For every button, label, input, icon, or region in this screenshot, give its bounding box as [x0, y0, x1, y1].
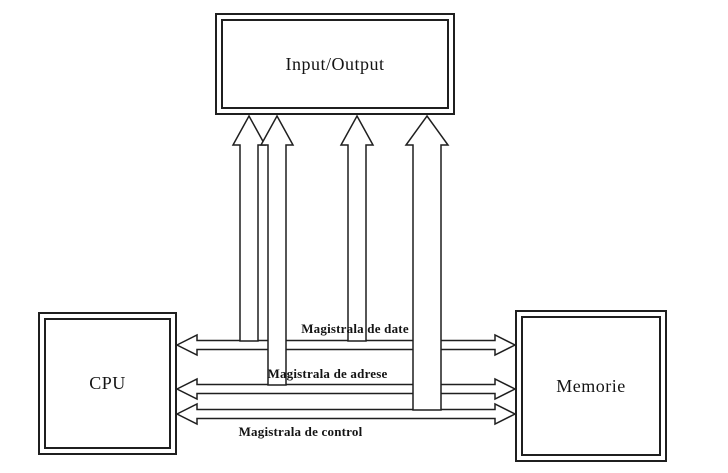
cpu-node: CPU — [38, 312, 177, 455]
cpu-node-frame: CPU — [44, 318, 171, 449]
address-bus-arrow — [175, 377, 517, 401]
control-bus-label: Magistrala de control — [238, 424, 363, 439]
data-bus-arrow — [175, 333, 517, 357]
io-data-bus-arrow-2 — [339, 114, 375, 342]
memory-node-label: Memorie — [556, 375, 626, 396]
io-address-bus-arrow — [259, 114, 295, 386]
io-data-bus-arrow-1 — [231, 114, 267, 342]
control-bus-arrow — [175, 402, 517, 426]
io-node-frame: Input/Output — [221, 19, 449, 109]
memory-node-frame: Memorie — [521, 316, 661, 456]
address-bus-label: Magistrala de adrese — [267, 366, 388, 381]
memory-node: Memorie — [515, 310, 667, 462]
io-node-label: Input/Output — [285, 53, 385, 74]
io-node: Input/Output — [215, 13, 455, 115]
io-control-bus-arrow — [404, 114, 450, 411]
data-bus-label: Magistrala de date — [301, 321, 409, 336]
cpu-node-label: CPU — [89, 373, 126, 393]
